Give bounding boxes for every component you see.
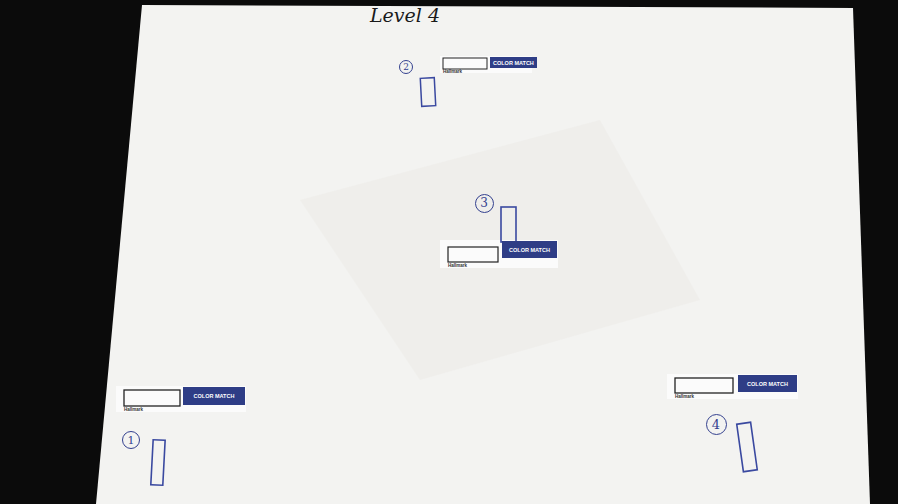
empty-box [675,378,733,393]
brand-text: COLOR MATCH [747,381,788,387]
brand-box: COLOR MATCH [502,241,557,258]
callout-number: 4 [706,414,727,435]
brand-text: COLOR MATCH [509,247,550,253]
brand-label: Hallmark [443,69,462,74]
callout-number: 1 [122,431,140,449]
paper-shade [300,120,700,380]
callout-number: 2 [399,60,413,74]
brand-text: COLOR MATCH [194,393,235,399]
brand-text: COLOR MATCH [493,60,534,66]
sticker [116,386,246,412]
empty-box [448,247,498,262]
callout-text: 2 [403,62,409,72]
callout-number: 3 [475,194,494,213]
brand-box: COLOR MATCH [490,57,537,68]
empty-box [124,390,180,406]
callout-text: 3 [480,196,488,210]
brand-box: COLOR MATCH [738,375,797,392]
paper-sheet [96,5,870,504]
drawn-rect [737,422,758,471]
page-title: Level 4 [370,4,440,26]
drawn-rect [501,207,516,242]
drawn-rect [151,440,165,486]
brand-label: Hallmark [124,407,143,412]
empty-box [443,58,487,69]
callout-text: 1 [128,434,135,447]
brand-label: Hallmark [448,263,467,268]
sticker [440,240,558,268]
callout-text: 4 [712,417,720,432]
brand-box: COLOR MATCH [183,387,245,405]
drawn-rect [420,78,435,107]
brand-label: Hallmark [675,394,694,399]
sticker [667,374,798,399]
